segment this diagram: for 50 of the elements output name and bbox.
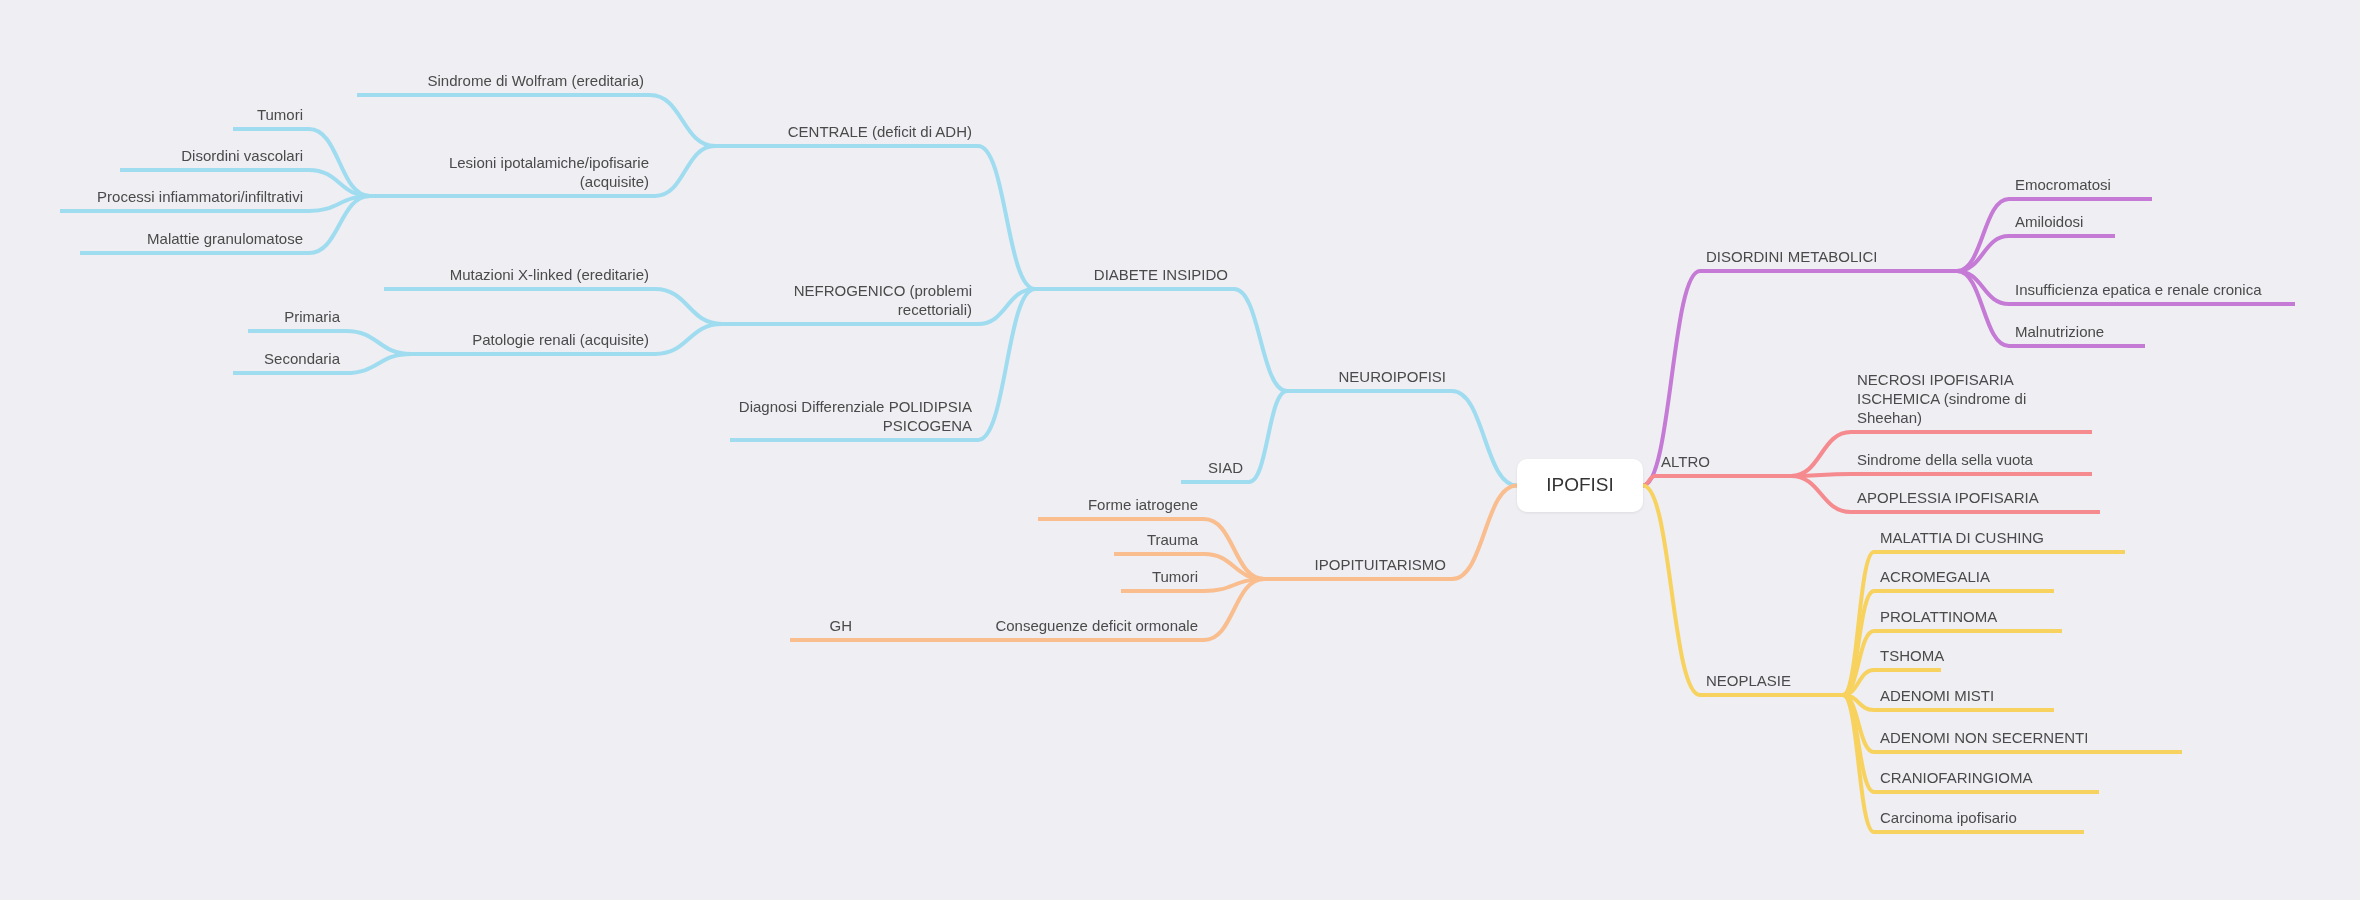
branch-connector [653,322,724,356]
topic-label: Sindrome di Wolfram (ereditaria) [357,71,650,97]
topic-label: Forme iatrogene [1038,495,1204,521]
branch-connector [1450,389,1519,488]
topic-label: NECROSI IPOFISARIA ISCHEMICA (sindrome di Sheehan) [1851,370,2092,434]
topic-label: Diagnosi Differenziale POLIDIPSIA PSICOGENA [730,397,978,442]
topic-label: Malnutrizione [2009,322,2145,348]
topic-label: PROLATTINOMA [1874,607,2062,633]
topic-label: Patologie renali (acquisite) [411,330,655,356]
topic-label: DIABETE INSIPIDO [1035,265,1234,291]
topic-label: ADENOMI NON SECERNENTI [1874,728,2182,754]
topic-label: Tumori [233,105,309,131]
topic-label: APOPLESSIA IPOFISARIA [1851,488,2100,514]
topic-label: ADENOMI MISTI [1874,686,2054,712]
topic-label: SIAD [1181,458,1249,484]
central-topic-box: IPOFISI [1517,459,1643,512]
topic-label: Mutazioni X-linked (ereditarie) [384,265,655,291]
topic-label: Tumori [1121,567,1204,593]
topic-label: Insufficienza epatica e renale cronica [2009,280,2295,306]
topic-label: Trauma [1114,530,1204,556]
topic-label: IPOPITUITARISMO [1264,555,1452,581]
topic-label: Primaria [248,307,346,333]
topic-label: Conseguenze deficit ormonale [903,616,1204,642]
branch-connector [856,638,905,642]
topic-label: Processi infiammatori/infiltrativi [60,187,309,213]
branch-connector [1789,474,1853,514]
branch-connector [1955,269,2011,348]
branch-connector [344,352,413,375]
topic-label: NEFROGENICO (problemi recettoriali) [722,281,978,326]
topic-label: CRANIOFARINGIOMA [1874,768,2099,794]
topic-label: ALTRO [1655,452,1791,478]
topic-label: Amiloidosi [2009,212,2115,238]
topic-label: DISORDINI METABOLICI [1700,247,1957,273]
topic-label: Sindrome della sella vuota [1851,450,2092,476]
branch-connector [653,144,717,198]
topic-label: Lesioni ipotalamiche/ipofisarie (acquisite) [370,153,655,198]
topic-label: GH [790,616,858,642]
topic-label: Carcinoma ipofisario [1874,808,2084,834]
topic-label: Emocromatosi [2009,175,2152,201]
topic-label: CENTRALE (deficit di ADH) [715,122,978,148]
branch-connector [1450,483,1519,581]
topic-label: MALATTIA DI CUSHING [1874,528,2125,554]
topic-label: ACROMEGALIA [1874,567,2054,593]
topic-label: NEOPLASIE [1700,671,1843,697]
topic-label: Secondaria [233,349,346,375]
topic-label: Malattie granulomatose [80,229,309,255]
branch-connector [1247,389,1289,484]
topic-label: NEUROIPOFISI [1287,367,1452,393]
branch-connector [1641,483,1702,697]
topic-label: Disordini vascolari [120,146,309,172]
